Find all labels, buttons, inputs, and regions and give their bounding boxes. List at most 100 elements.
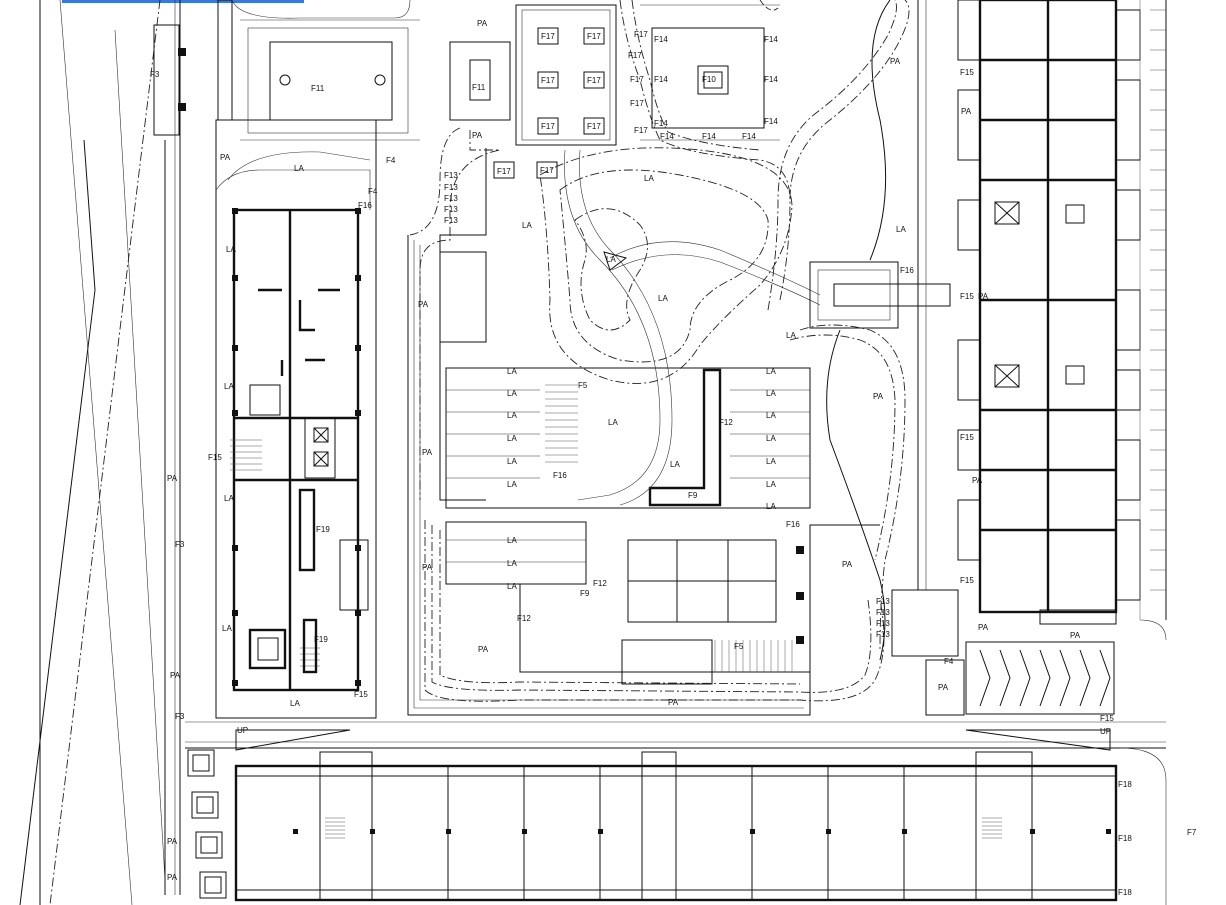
label-pa: PA — [472, 131, 483, 140]
label-f17: F17 — [541, 32, 555, 41]
label-f12: F12 — [719, 418, 733, 427]
label-pa: PA — [220, 153, 231, 162]
label-f15: F15 — [208, 453, 222, 462]
label-pa: PA — [873, 392, 884, 401]
contour-lines — [409, 0, 910, 702]
label-f14: F14 — [764, 117, 778, 126]
label-f14: F14 — [654, 75, 668, 84]
label-f16: F16 — [358, 201, 372, 210]
label-f17: F17 — [587, 122, 601, 131]
label-f17: F17 — [587, 76, 601, 85]
label-up: UP — [1100, 727, 1111, 736]
label-f15: F15 — [960, 576, 974, 585]
label-pa: PA — [961, 107, 972, 116]
label-f13: F13 — [444, 183, 458, 192]
label-la: LA — [222, 624, 232, 633]
label-f15: F15 — [960, 292, 974, 301]
label-la: LA — [766, 434, 776, 443]
label-f11: F11 — [311, 84, 325, 93]
text-labels: PA PA PA PA PA PA PA PA PA PA PA PA PA P… — [150, 19, 1197, 897]
label-pa: PA — [972, 476, 983, 485]
label-f14: F14 — [742, 132, 756, 141]
label-f13: F13 — [876, 608, 890, 617]
label-la: LA — [766, 411, 776, 420]
label-la: LA — [507, 434, 517, 443]
label-la: LA — [766, 389, 776, 398]
label-f13: F13 — [876, 619, 890, 628]
label-f13: F13 — [876, 597, 890, 606]
label-pa: PA — [890, 57, 901, 66]
label-f15: F15 — [354, 690, 368, 699]
left-tower-building — [215, 119, 377, 719]
label-f17: F17 — [630, 99, 644, 108]
selection-highlight-bar — [62, 0, 304, 3]
label-f17: F17 — [630, 75, 644, 84]
label-la: LA — [606, 255, 616, 264]
label-f17: F17 — [634, 126, 648, 135]
label-la: LA — [608, 418, 618, 427]
label-la: LA — [507, 457, 517, 466]
label-pa: PA — [418, 300, 429, 309]
label-f14: F14 — [764, 75, 778, 84]
label-f3: F3 — [150, 70, 160, 79]
label-pa: PA — [842, 560, 853, 569]
left-road-lines — [19, 0, 186, 905]
label-la: LA — [294, 164, 304, 173]
label-la: LA — [224, 382, 234, 391]
label-f19: F19 — [316, 525, 330, 534]
label-f14: F14 — [660, 132, 674, 141]
label-f13: F13 — [444, 194, 458, 203]
label-pa: PA — [422, 448, 433, 457]
label-f3: F3 — [175, 540, 185, 549]
label-la: LA — [522, 221, 532, 230]
label-la: LA — [786, 331, 796, 340]
label-la: LA — [507, 536, 517, 545]
label-f5: F5 — [734, 642, 744, 651]
label-f9: F9 — [688, 491, 698, 500]
label-la: LA — [658, 294, 668, 303]
label-f15: F15 — [960, 433, 974, 442]
label-f7: F7 — [1187, 828, 1197, 837]
label-f16: F16 — [900, 266, 914, 275]
label-f3: F3 — [175, 712, 185, 721]
label-la: LA — [226, 245, 236, 254]
label-f16: F16 — [553, 471, 567, 480]
pool-area — [217, 0, 420, 141]
label-f17: F17 — [587, 32, 601, 41]
label-f17: F17 — [540, 166, 554, 175]
label-f18: F18 — [1118, 834, 1132, 843]
label-f16: F16 — [786, 520, 800, 529]
label-f4: F4 — [386, 156, 396, 165]
label-f17: F17 — [541, 122, 555, 131]
label-f11: F11 — [472, 83, 486, 92]
label-la: LA — [507, 559, 517, 568]
label-pa: PA — [1070, 631, 1081, 640]
label-pa: PA — [477, 19, 488, 28]
label-f17: F17 — [634, 30, 648, 39]
label-pa: PA — [668, 698, 679, 707]
label-f17: F17 — [497, 167, 511, 176]
label-f18: F18 — [1118, 780, 1132, 789]
label-la: LA — [896, 225, 906, 234]
label-la: LA — [766, 367, 776, 376]
label-f14: F14 — [654, 119, 668, 128]
label-pa: PA — [938, 683, 949, 692]
label-pa: PA — [167, 837, 178, 846]
label-f15: F15 — [960, 68, 974, 77]
label-f12: F12 — [593, 579, 607, 588]
label-la: LA — [507, 480, 517, 489]
label-f14: F14 — [654, 35, 668, 44]
label-pa: PA — [978, 292, 989, 301]
label-f5: F5 — [578, 381, 588, 390]
label-la: LA — [507, 411, 517, 420]
label-f14: F14 — [764, 35, 778, 44]
central-garden — [407, 4, 951, 716]
label-up: UP — [237, 726, 248, 735]
label-la: LA — [224, 494, 234, 503]
label-pa: PA — [478, 645, 489, 654]
label-la: LA — [766, 457, 776, 466]
label-f19: F19 — [314, 635, 328, 644]
label-la: LA — [507, 582, 517, 591]
label-f13: F13 — [444, 216, 458, 225]
